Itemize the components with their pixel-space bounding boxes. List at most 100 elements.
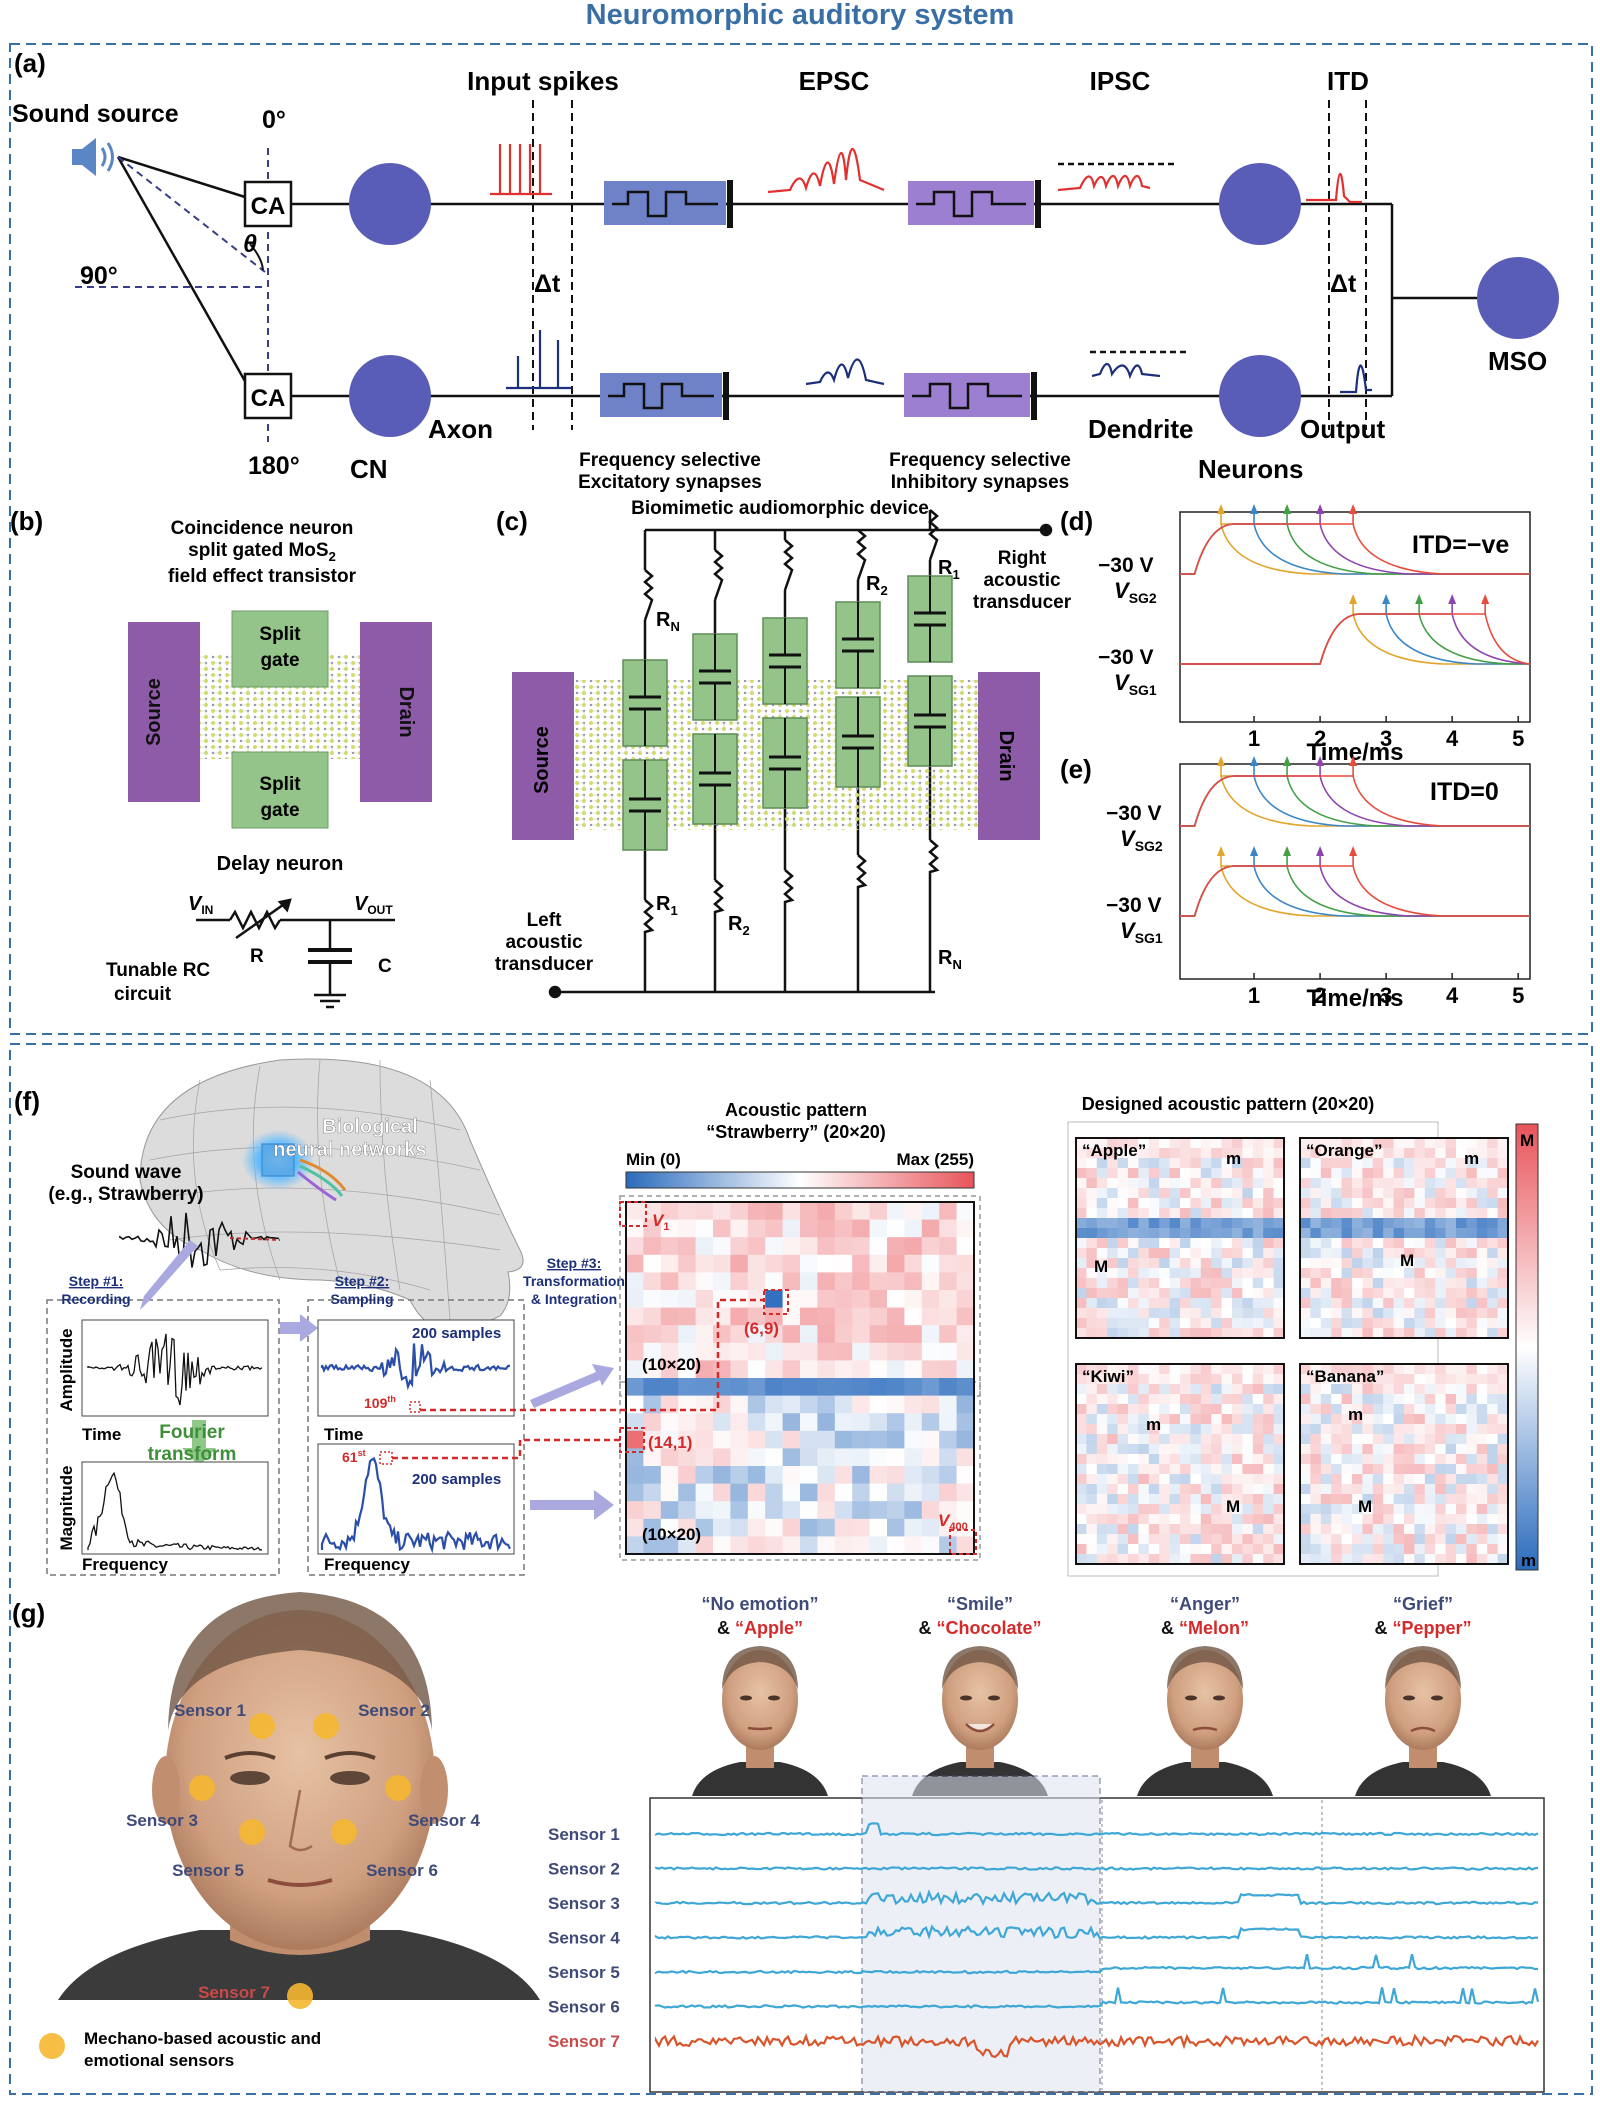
sensor-signal-trace <box>654 1889 1539 1907</box>
split-gate-bottom-label-2: gate <box>260 800 299 821</box>
arrow-step3-bot <box>530 1490 614 1520</box>
vtop-e: −30 V <box>1106 802 1161 825</box>
sensor-signal-trace <box>654 1822 1539 1837</box>
size-bot-label: (10×20) <box>642 1525 701 1544</box>
r-bot-label-2: R2 <box>728 913 750 938</box>
signal-label: Sensor 7 <box>548 2032 620 2051</box>
emotion-label: “No emotion” <box>702 1594 819 1614</box>
tick-label: 1 <box>1248 983 1260 1008</box>
magnitude-plot-frame <box>81 1461 269 1555</box>
mso-label: MSO <box>1488 346 1547 376</box>
r-top-label-2: R2 <box>866 573 888 598</box>
cell-6-9-label: (6,9) <box>744 1319 779 1338</box>
samples-label-2: 200 samples <box>412 1471 501 1488</box>
split-gate-bottom <box>231 751 329 829</box>
signal-label: Sensor 6 <box>548 1998 620 2017</box>
panel-b-title-1: Coincidence neuron <box>171 518 354 539</box>
ca-top-label: CA <box>251 193 286 220</box>
time-label-2: Time <box>324 1425 363 1444</box>
source-electrode-b <box>128 622 200 802</box>
emotion-label: “Anger” <box>1170 1594 1240 1614</box>
split-gate-top-label-2: gate <box>260 650 299 671</box>
ipsc-label: IPSC <box>1090 66 1151 96</box>
face-sensor-2: Sensor 2 <box>358 1701 430 1720</box>
vtop-e-name: VSG2 <box>1120 826 1163 854</box>
signal-label: Sensor 2 <box>548 1860 620 1879</box>
sensor-dot-3 <box>189 1775 215 1801</box>
coincidence-neuron-bottom <box>1219 355 1301 437</box>
exc-synapse-label-1: Frequency selective <box>579 450 761 471</box>
sensor-signal-trace <box>654 2033 1539 2059</box>
sensor-signal-trace <box>654 1953 1539 1975</box>
gate-array <box>622 575 953 851</box>
arrow-recording <box>140 1240 198 1310</box>
sensor-dot-6 <box>331 1819 357 1845</box>
left-transducer-3: transducer <box>495 954 594 975</box>
rc-label-1: Tunable RC <box>106 960 210 981</box>
frame-bottom <box>9 1043 1593 2095</box>
vbot-e-name: VSG1 <box>1120 918 1163 946</box>
food-label: & “Chocolate” <box>918 1618 1041 1638</box>
connector-61 <box>392 1438 620 1460</box>
emotion-face <box>1137 1646 1273 1796</box>
designed-patterns <box>1075 1137 1509 1565</box>
sensor-signals <box>654 1822 1540 2059</box>
banana-M-label: M <box>1358 1497 1372 1516</box>
left-transducer-1: Left <box>527 910 563 931</box>
source-label-b: Source <box>143 678 165 746</box>
legend-text-2: emotional sensors <box>84 2051 234 2070</box>
angle-180-label: 180° <box>248 452 300 480</box>
speaker-icon <box>72 138 114 176</box>
fourier-label-1: Fourier <box>159 1422 225 1443</box>
face-illustration <box>58 1592 540 2000</box>
ipsc-trace-top <box>1057 174 1151 192</box>
emotion-face <box>912 1646 1048 1796</box>
tick-label: 3 <box>1380 983 1392 1008</box>
magnitude-label: Magnitude <box>57 1466 76 1551</box>
drain-label-c: Drain <box>995 730 1017 781</box>
plot-d-curves <box>1180 504 1531 665</box>
delta-t-label-2: Δt <box>1330 270 1357 298</box>
step2-box <box>307 1299 525 1576</box>
delta-t-label-1: Δt <box>534 270 561 298</box>
bio-label-2: neural networks <box>273 1139 426 1161</box>
vbot-d: −30 V <box>1098 646 1153 669</box>
frame-top <box>9 43 1593 1035</box>
excitatory-synapse-bottom <box>600 372 729 420</box>
inh-synapse-label-1: Frequency selective <box>889 450 1071 471</box>
emotion-label: “Grief” <box>1393 1594 1453 1614</box>
tick-label: 4 <box>1446 983 1459 1008</box>
sample-109-label: 109th <box>364 1394 396 1411</box>
legend-sensor-dot <box>39 2033 65 2059</box>
rc-circuit <box>196 898 395 1009</box>
ap-plot-border <box>625 1201 975 1555</box>
emotion-face <box>1355 1646 1491 1796</box>
ca-bottom-label: CA <box>251 385 286 412</box>
sensor-signal-trace <box>654 1866 1539 1871</box>
size-top-label: (10×20) <box>642 1355 701 1374</box>
frequency-label-2: Frequency <box>324 1555 411 1574</box>
epsc-trace-bottom <box>805 358 885 386</box>
panel-d-label: (d) <box>1060 506 1093 536</box>
sampled-time-trace <box>320 1343 511 1391</box>
panel-b-title-3: field effect transistor <box>168 566 357 587</box>
mso-neuron <box>1477 257 1559 339</box>
input-spikes-top <box>490 144 552 196</box>
frequency-label-1: Frequency <box>82 1555 169 1574</box>
split-gate-bottom-label-1: Split <box>259 774 301 795</box>
v1-marker <box>619 1201 647 1227</box>
emotion-headers: “No emotion”& “Apple”“Smile”& “Chocolate… <box>692 1594 1491 1796</box>
neurons-label: Neurons <box>1198 454 1303 484</box>
xlabel-e: Time/ms <box>1307 985 1404 1012</box>
sensor-dot-5 <box>239 1819 265 1845</box>
inhibitory-synapse-bottom <box>904 372 1037 420</box>
emotion-face <box>692 1646 828 1796</box>
connector-109 <box>420 1298 764 1412</box>
sample-109-marker <box>409 1401 421 1413</box>
tick-label: 2 <box>1314 726 1326 751</box>
panel-e-label: (e) <box>1060 754 1092 784</box>
sensor-dot-1 <box>249 1713 275 1739</box>
